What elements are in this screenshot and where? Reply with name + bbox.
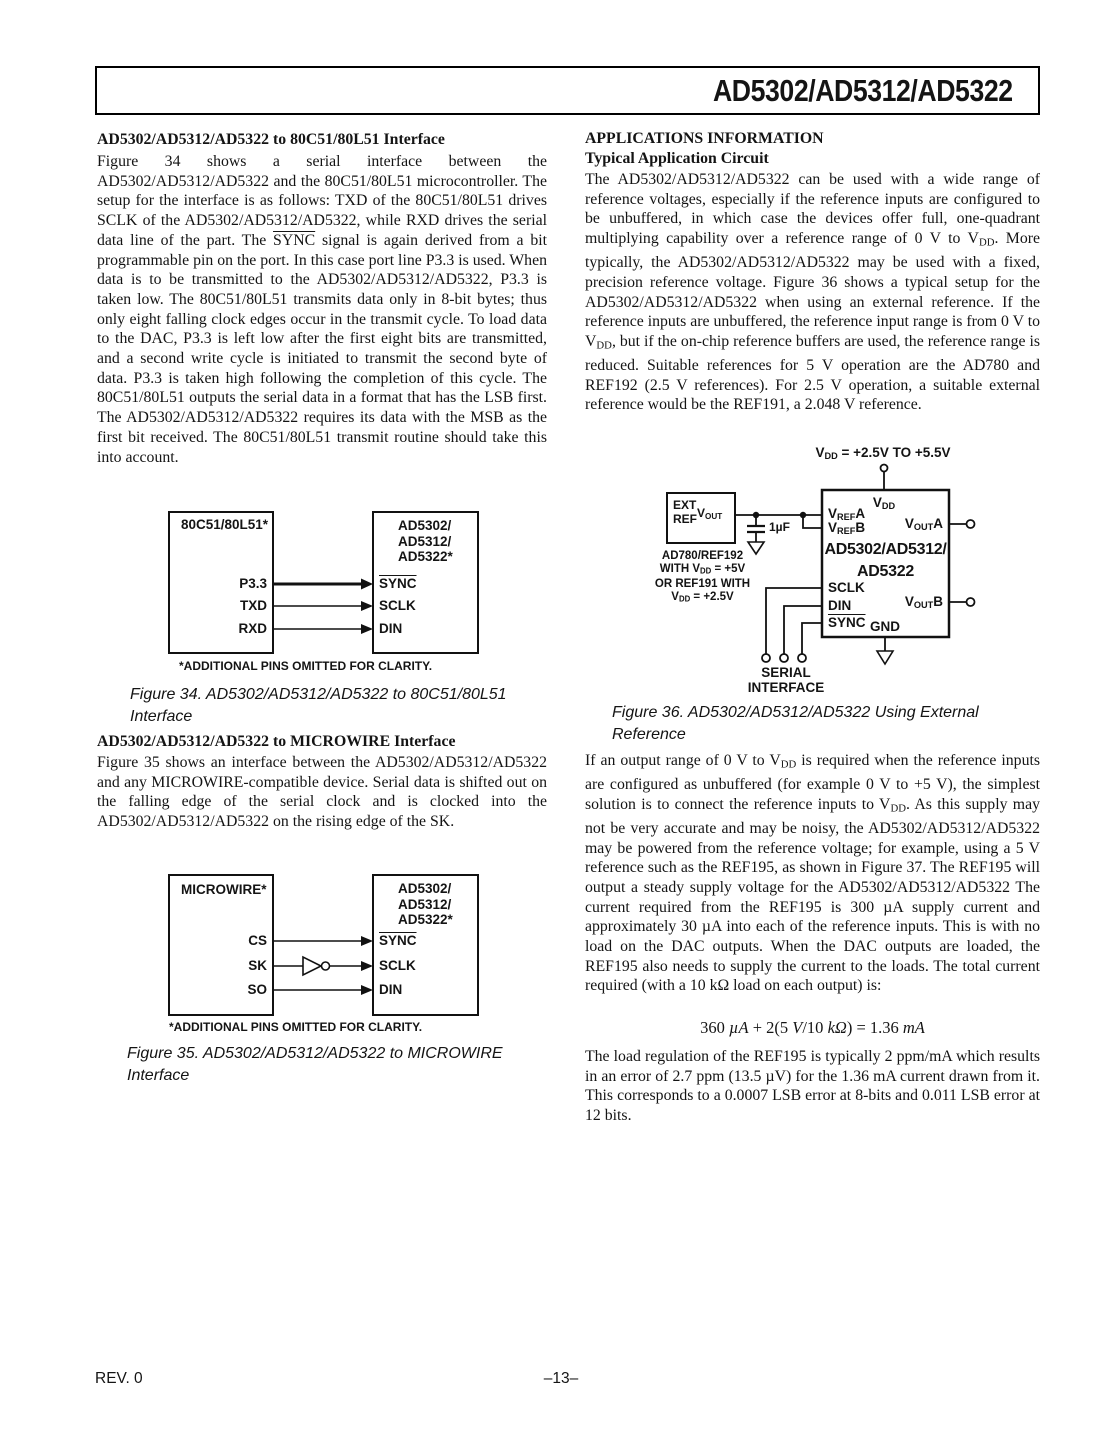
pin-din: DIN [379,982,403,997]
ground-icon [746,541,766,556]
pin-sync: SYNC [379,933,417,948]
cs-arrowhead [361,936,373,946]
figure-35-caption: Figure 35. AD5302/AD5312/AD5322 to MICRO… [127,1045,503,1084]
pin-sync: SYNC [828,615,866,630]
dac-box [372,874,479,1016]
pin-p33: P3.3 [239,576,267,591]
pin-txd: TXD [240,598,267,613]
vrefb-wire [802,515,822,529]
revision-label: REV. 0 [95,1370,143,1387]
section-heading-80c51: AD5302/AD5312/AD5322 to 80C51/80L51 Inte… [97,131,445,148]
page-number: –13– [543,1370,579,1387]
paragraph-load-regulation: The load regulation of the REF195 is typ… [585,1048,1040,1125]
sk-arrowhead [361,961,373,971]
paragraph-80c51: Figure 34 shows a serial interface betwe… [97,153,547,466]
figure-36-diagram: VDD = +2.5V TO +5.5V VDD EXT REF VOUT 1µ… [585,440,1041,698]
dac-box-label: AD5302/ AD5312/ AD5322* [398,881,453,927]
serial-terminal-icon [797,653,807,663]
applications-heading: APPLICATIONS INFORMATION [585,130,824,147]
figure-35-svg [168,874,479,1016]
dac-box-label: AD5302/ AD5312/ AD5322* [398,518,453,564]
cap-value-label: 1µF [769,520,790,534]
paragraph-reference: The AD5302/AD5312/AD5322 can be used wit… [585,171,1040,414]
ext-ref-box [666,492,736,544]
current-equation: 360 µA + 2(5 V/10 kΩ) = 1.36 mA [700,1018,925,1037]
vdd-supply-label: VDD = +2.5V TO +5.5V [815,445,951,462]
pin-vrefb: VREFB [828,520,866,537]
section-heading-microwire: AD5302/AD5312/AD5322 to MICROWIRE Interf… [97,733,456,750]
inverter-bubble-icon [320,961,331,971]
microwire-box [168,874,274,1016]
paragraph-microwire: Figure 35 shows an interface between the… [97,754,547,831]
dac-box [372,511,479,654]
figure-36-svg [666,463,976,666]
serial-terminal-icon [779,653,789,663]
sync-arrowhead [361,578,373,590]
din-arrowhead [361,624,373,634]
chip-name-line2: AD5322 [857,563,914,580]
figure-34-caption: Figure 34. AD5302/AD5312/AD5322 to 80C51… [130,686,507,725]
chip-name-line1: AD5302/AD5312/ [824,541,947,558]
figure-36-caption: Figure 36. AD5302/AD5312/AD5322 Using Ex… [612,704,979,743]
pin-vrefa: VREFA [828,506,866,523]
microwire-box-label: MICROWIRE* [181,882,267,897]
inverter-icon [302,955,323,977]
chip-vdd-pin: VDD [872,495,896,512]
so-arrowhead [361,985,373,995]
pin-voutb: VOUTB [904,594,943,611]
paragraph-output-range: If an output range of 0 V to VDD is requ… [585,752,1041,995]
sclk-wire [765,587,822,654]
pin-vouta: VOUTA [904,516,943,533]
pin-gnd: GND [870,619,900,634]
ext-ref-label: EXT REF [673,498,697,526]
pin-sync: SYNC [379,576,417,591]
din-wire [783,605,822,654]
pin-sclk: SCLK [379,958,416,973]
pin-din: DIN [828,598,852,613]
figure-35-diagram: MICROWIRE* AD5302/ AD5312/ AD5322* CS SK… [97,868,547,1040]
page-title: AD5302/AD5312/AD5322 [712,72,1013,108]
sclk-arrowhead [361,601,373,611]
figure-34-footnote: *ADDITIONAL PINS OMITTED FOR CLARITY. [179,659,433,673]
pin-sclk: SCLK [828,580,865,595]
pin-so: SO [247,982,267,997]
ground-icon [875,650,895,666]
mcu-box-label: 80C51/80L51* [181,517,269,532]
vdd-terminal-icon [879,463,889,473]
figure-34-svg [168,511,479,654]
ext-ref-vout-pin: VOUT [697,506,723,521]
pin-sk: SK [248,958,267,973]
pin-rxd: RXD [238,621,267,636]
serial-terminal-icon [761,653,771,663]
typical-circuit-heading: Typical Application Circuit [585,150,769,167]
sync-wire [801,622,822,654]
pin-din: DIN [379,621,403,636]
pin-sclk: SCLK [379,598,416,613]
ext-ref-note: AD780/REF192 WITH VDD = +5V OR REF191 WI… [654,550,751,604]
figure-35-footnote: *ADDITIONAL PINS OMITTED FOR CLARITY. [169,1020,423,1034]
vouta-terminal-icon [965,519,976,529]
serial-interface-label: SERIAL INTERFACE [747,665,825,695]
pin-cs: CS [248,933,267,948]
header-box: AD5302/AD5312/AD5322 [95,66,1040,115]
voutb-terminal-icon [965,597,976,607]
figure-34-diagram: 80C51/80L51* AD5302/ AD5312/ AD5322* P3.… [97,498,547,680]
